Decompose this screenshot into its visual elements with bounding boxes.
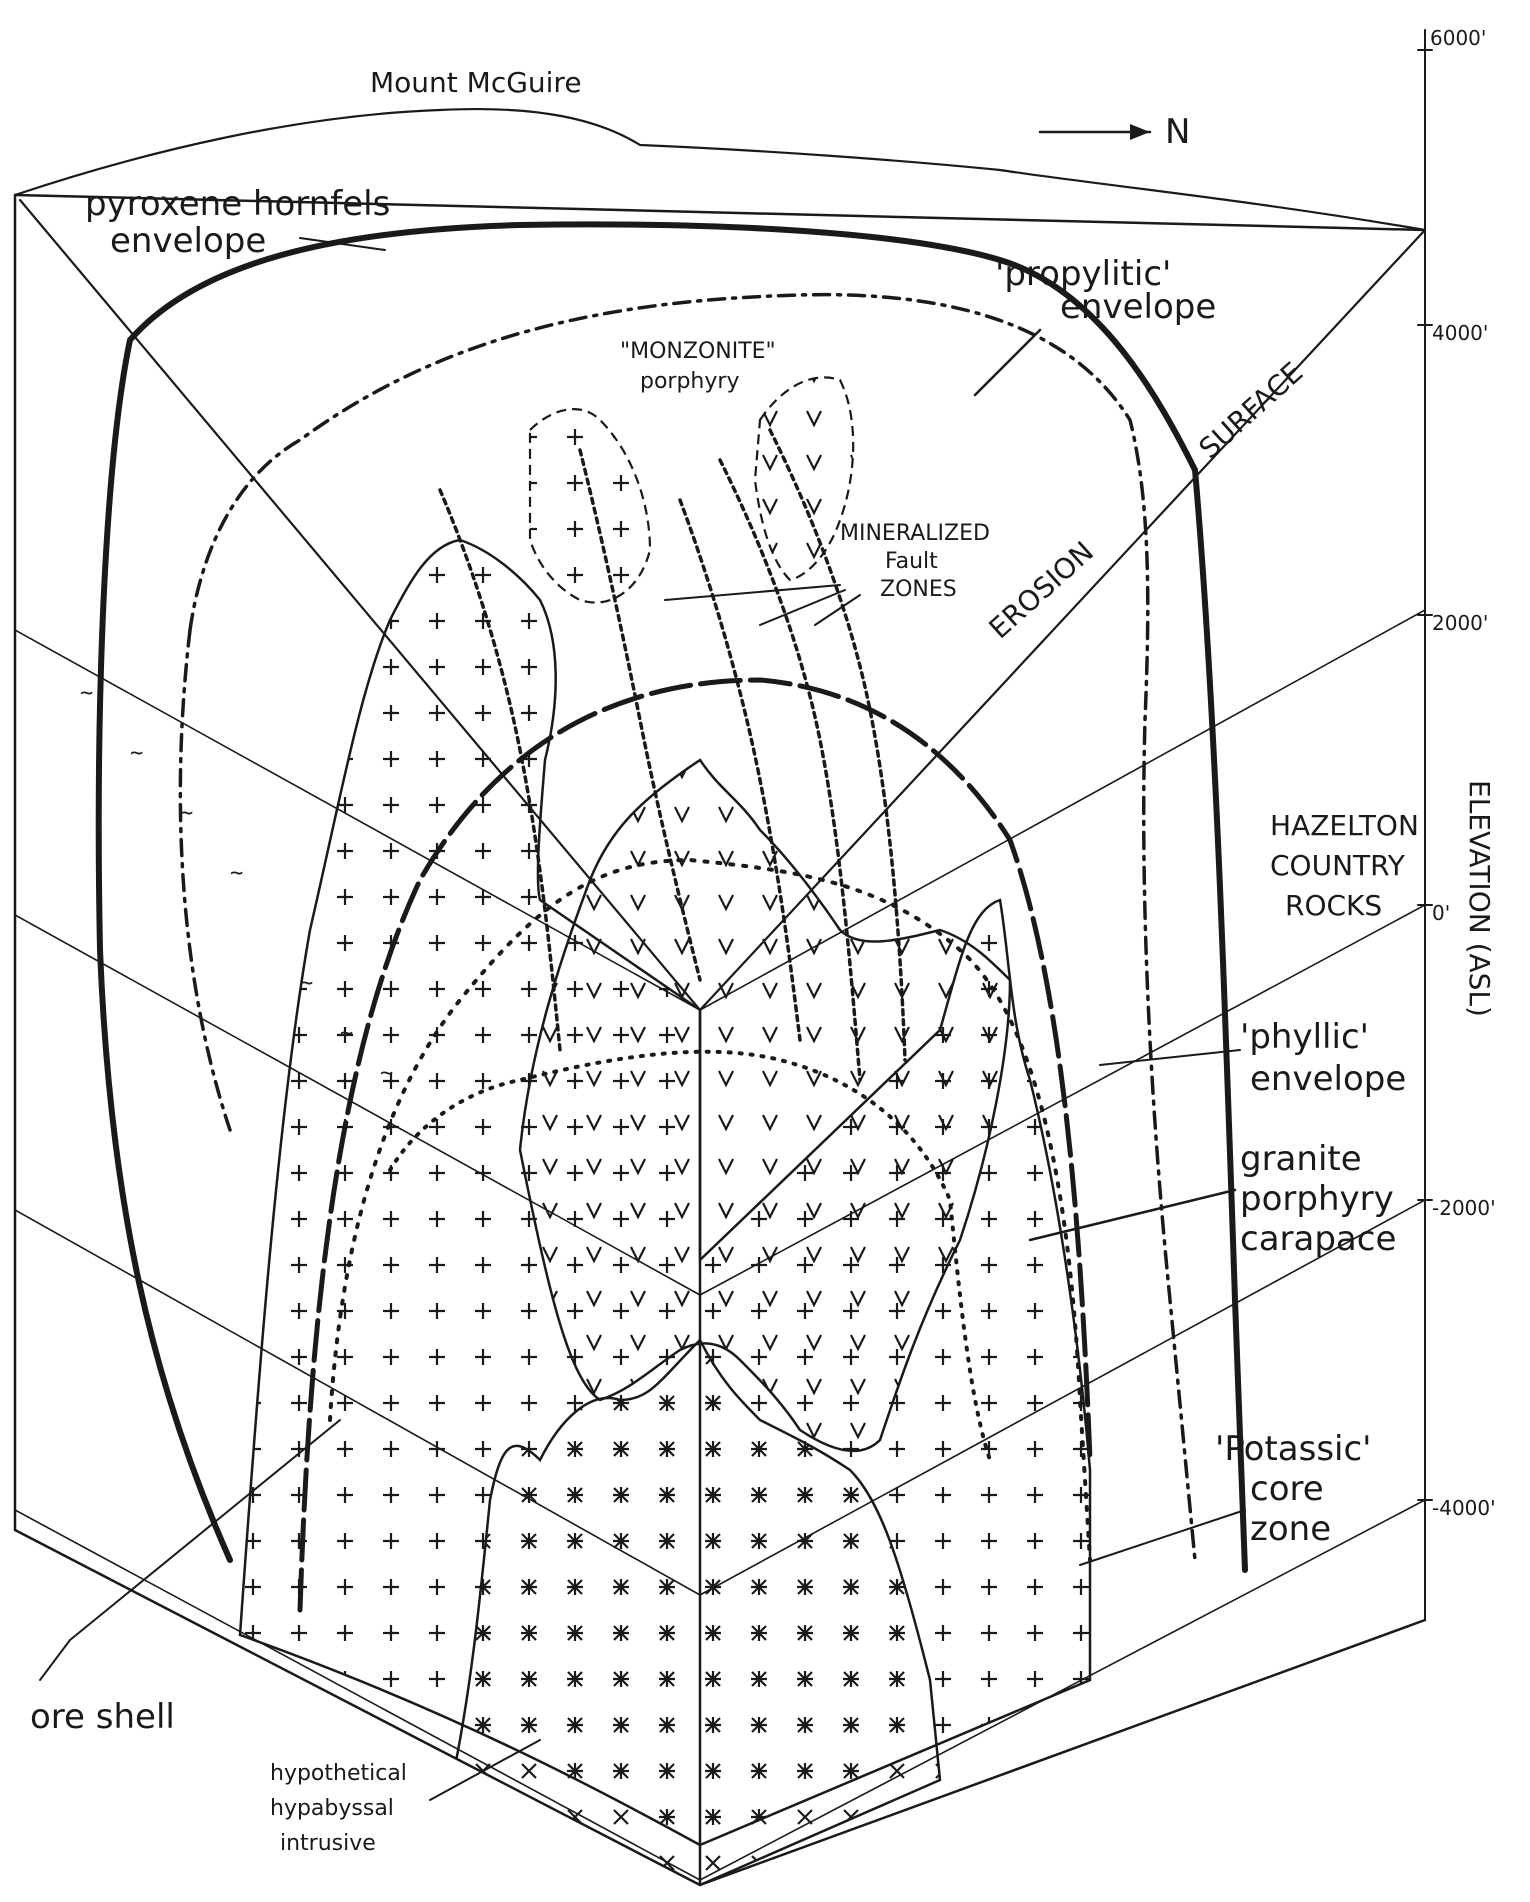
north-label: N — [1165, 112, 1190, 152]
monzonite-label-2: porphyry — [640, 369, 739, 394]
potassic-label-3: zone — [1250, 1509, 1331, 1549]
mineralized-label-3: ZONES — [880, 577, 957, 602]
tick-0: 0' — [1432, 901, 1450, 925]
mineralized-label-2: Fault — [885, 549, 938, 574]
svg-text:~: ~ — [80, 681, 93, 706]
country-rocks-label-1: HAZELTON — [1270, 809, 1419, 842]
plus-porphyry-upper — [530, 409, 650, 602]
tick-2000: 2000' — [1432, 611, 1488, 635]
monzonite-porphyry-upper — [755, 377, 853, 580]
surface-label: SURFACE — [1193, 356, 1310, 466]
tick-4000: 4000' — [1432, 321, 1488, 345]
propylitic-label-2: envelope — [1060, 287, 1216, 327]
country-rocks-label-2: COUNTRY — [1270, 849, 1406, 882]
mineralized-label-1: MINERALIZED — [840, 521, 990, 546]
svg-text:~: ~ — [300, 971, 313, 996]
phyllic-label-1: 'phyllic' — [1240, 1017, 1369, 1057]
zone-fills — [240, 377, 1090, 1885]
tick-minus-4000: -4000' — [1432, 1496, 1496, 1520]
carapace-label-2: porphyry — [1240, 1179, 1394, 1219]
hornfels-label-2: envelope — [110, 221, 266, 261]
erosion-label: EROSION — [983, 535, 1100, 645]
tick-6000: 6000' — [1430, 26, 1486, 50]
svg-text:~: ~ — [130, 741, 143, 766]
monzonite-label-1: "MONZONITE" — [620, 339, 776, 364]
intrusive-label-3: intrusive — [280, 1831, 376, 1856]
phyllic-label-2: envelope — [1250, 1059, 1406, 1099]
north-arrow: N — [1040, 112, 1190, 152]
page-title: Mount McGuire — [370, 66, 582, 99]
ore-shell-label: ore shell — [30, 1697, 175, 1737]
intrusive-label-1: hypothetical — [270, 1761, 407, 1786]
country-rocks-label-3: ROCKS — [1285, 889, 1382, 922]
svg-text:~: ~ — [180, 801, 193, 826]
potassic-label-2: core — [1250, 1469, 1324, 1509]
tick-minus-2000: -2000' — [1432, 1196, 1496, 1220]
svg-text:~: ~ — [230, 861, 243, 886]
svg-text:~: ~ — [340, 1021, 353, 1046]
carapace-label-3: carapace — [1240, 1219, 1396, 1259]
hornfels-label-1: pyroxene hornfels — [85, 184, 390, 224]
elevation-axis: 6000' 4000' 2000' 0' -2000' -4000' ELEVA… — [1418, 26, 1496, 1620]
elevation-axis-label: ELEVATION (ASL) — [1463, 780, 1496, 1017]
potassic-label-1: 'Potassic' — [1215, 1429, 1372, 1469]
svg-text:~: ~ — [380, 1061, 393, 1086]
intrusive-label-2: hypabyssal — [270, 1796, 394, 1821]
carapace-label-1: granite — [1240, 1139, 1362, 1179]
